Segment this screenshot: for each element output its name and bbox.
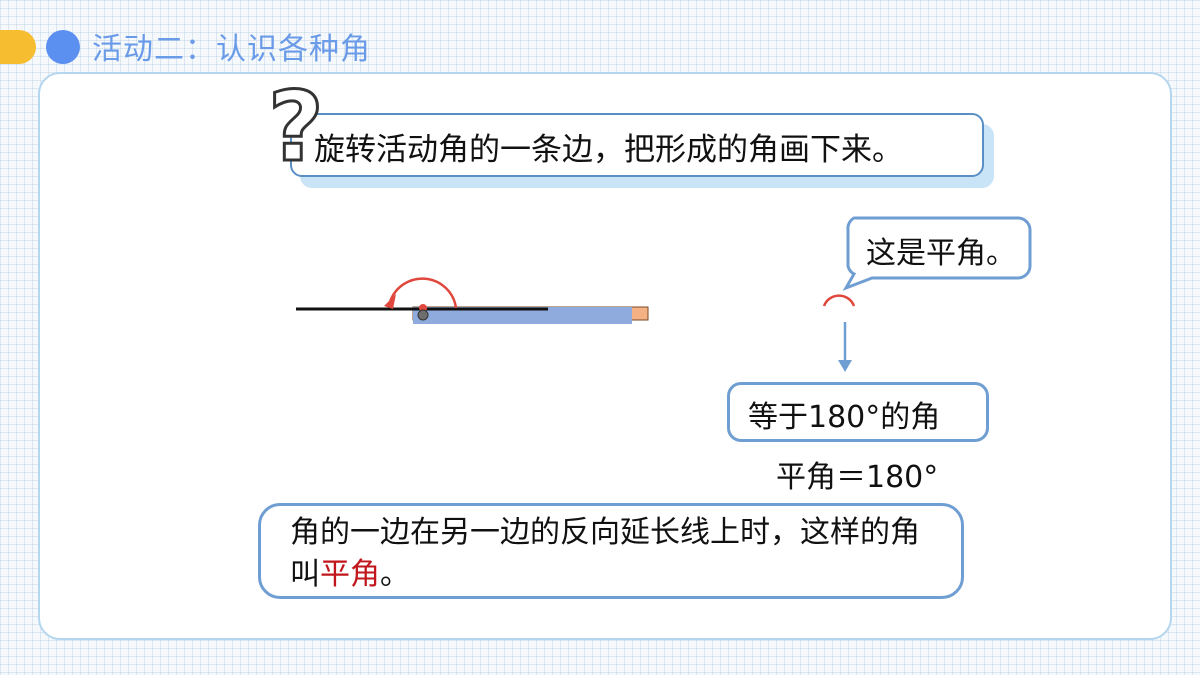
definition-text: 等于180°的角 (748, 400, 941, 435)
rotating-side-strip (413, 307, 632, 324)
rotation-arrowhead (384, 294, 396, 309)
question-box (290, 113, 984, 177)
svg-text:?: ? (268, 78, 324, 174)
rotation-arc (388, 277, 458, 309)
angle-diagram (296, 277, 649, 324)
straight-angle-symbol (822, 294, 856, 372)
decor-blue-dot (46, 30, 80, 64)
concept-box (258, 503, 964, 599)
question-text: 旋转活动角的一条边，把形成的角画下来。 (314, 132, 903, 168)
concept-highlight-term: 平角 (320, 557, 380, 592)
pivot-pin (417, 309, 429, 321)
concept-text: 角的一边在另一边的反向延长线上时，这样的角叫平角。 (290, 512, 942, 596)
equation-text: 平角＝180° (776, 460, 939, 495)
concept-text-main: 角的一边在另一边的反向延长线上时，这样的角叫 (290, 515, 920, 592)
speech-bubble-text: 这是平角。 (866, 236, 1016, 271)
speech-bubble (842, 216, 1032, 291)
concept-text-end: 。 (380, 557, 410, 592)
definition-box (727, 382, 989, 442)
page-title: 活动二：认识各种角 (92, 32, 371, 67)
decor-yellow-dot (0, 30, 36, 64)
question-mark-icon: ? (267, 78, 326, 174)
